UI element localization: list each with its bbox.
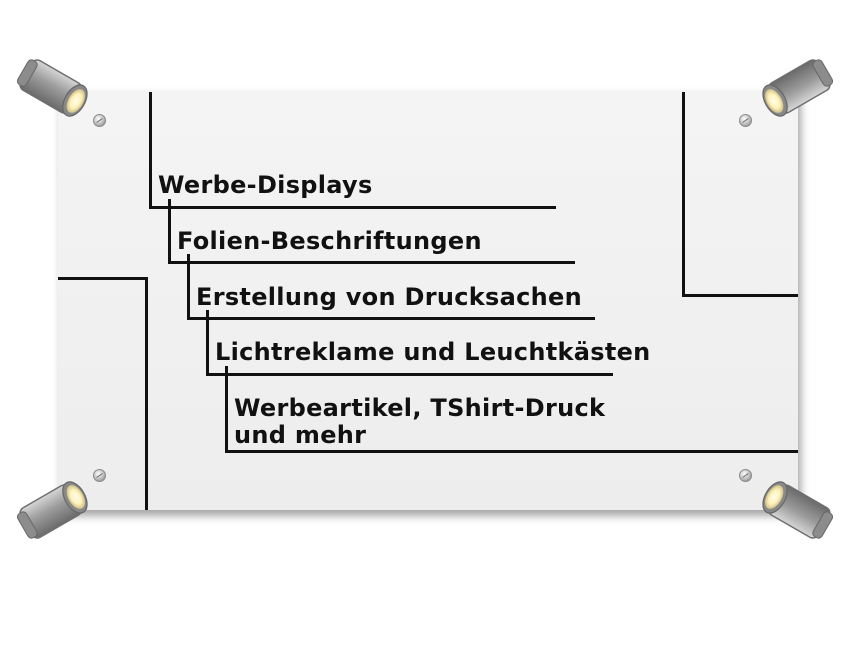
spotlight-icon: [762, 59, 834, 117]
connector-line: [187, 254, 190, 320]
bottom-left-screw-icon: [93, 469, 106, 482]
service-item: Werbeartikel, TShirt-Druck und mehr: [234, 394, 606, 449]
top-left-screw-icon: [93, 114, 106, 127]
underline: [225, 450, 798, 453]
connector-line: [168, 199, 171, 264]
right-frame-line: [682, 294, 798, 297]
sign-board: [58, 90, 798, 510]
service-item: Werbe-Displays: [158, 171, 373, 199]
service-item: Folien-Beschriftungen: [177, 227, 482, 255]
connector-line: [206, 310, 209, 376]
spotlight-icon: [16, 481, 88, 539]
underline: [187, 317, 595, 320]
connector-line: [225, 366, 228, 453]
top-right-screw-icon: [739, 114, 752, 127]
service-item: Lichtreklame und Leuchtkästen: [215, 338, 651, 366]
right-frame-line: [682, 92, 685, 297]
spotlight-icon: [16, 59, 88, 117]
connector-line: [149, 92, 152, 209]
underline: [168, 261, 575, 264]
spotlight-icon: [762, 481, 834, 539]
left-frame-line: [58, 277, 148, 280]
service-item: Erstellung von Drucksachen: [196, 283, 582, 311]
left-frame-line: [145, 277, 148, 510]
underline: [206, 373, 613, 376]
bottom-right-screw-icon: [739, 469, 752, 482]
underline: [149, 206, 556, 209]
